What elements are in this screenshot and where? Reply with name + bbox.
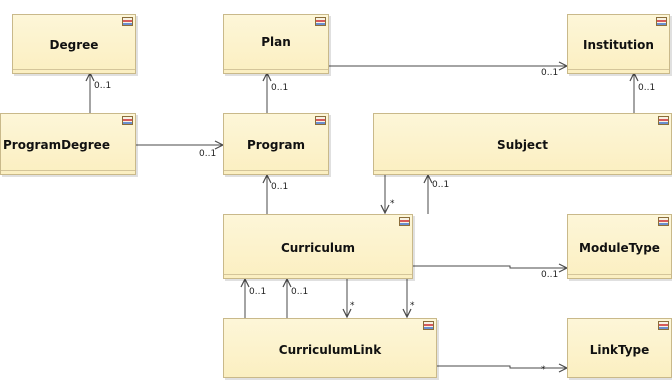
divider (13, 69, 135, 70)
class-name: Institution (583, 38, 654, 52)
class-name: Degree (49, 38, 99, 52)
class-institution[interactable]: Institution (567, 14, 670, 74)
class-icon (315, 17, 326, 26)
divider (224, 170, 328, 171)
mult-link-a: 0..1 (249, 287, 267, 297)
class-degree[interactable]: Degree (12, 14, 136, 74)
class-plan[interactable]: Plan (223, 14, 329, 74)
class-subject[interactable]: Subject (373, 113, 672, 175)
mult-subject-curriculum-many: * (390, 199, 395, 209)
mult-subject-curriculum-one: 0..1 (432, 180, 450, 190)
class-name: Subject (497, 138, 548, 152)
class-icon (658, 116, 669, 125)
class-moduletype[interactable]: ModuleType (567, 214, 672, 279)
divider (1, 170, 135, 171)
assoc-link-linktype (437, 366, 567, 368)
divider (568, 69, 669, 70)
mult-institution-subject: 0..1 (638, 83, 656, 93)
class-name: ModuleType (579, 240, 660, 255)
class-icon (658, 321, 669, 330)
class-icon (399, 217, 410, 226)
class-icon (122, 116, 133, 125)
mult-plan: 0..1 (271, 83, 289, 93)
mult-link-d: * (410, 301, 415, 311)
class-icon (423, 321, 434, 330)
class-curriculumlink[interactable]: CurriculumLink (223, 318, 437, 378)
class-linktype[interactable]: LinkType (567, 318, 672, 378)
mult-program-curriculum: 0..1 (271, 182, 289, 192)
mult-programdegree-program: 0..1 (199, 149, 217, 159)
class-icon (315, 116, 326, 125)
class-name: ProgramDegree (3, 138, 110, 152)
mult-linktype: * (541, 365, 546, 375)
assoc-curriculum-moduletype (413, 266, 567, 268)
class-programdegree[interactable]: ProgramDegree (0, 113, 136, 175)
class-name: Plan (261, 35, 291, 49)
mult-plan-institution: 0..1 (541, 68, 559, 78)
class-curriculum[interactable]: Curriculum (223, 214, 413, 279)
class-name: LinkType (589, 343, 650, 357)
class-program[interactable]: Program (223, 113, 329, 175)
class-icon (122, 17, 133, 26)
class-name: Curriculum (280, 240, 356, 255)
divider (224, 274, 412, 275)
class-icon (658, 217, 669, 226)
divider (568, 274, 671, 275)
class-name: CurriculumLink (278, 343, 382, 357)
mult-curriculum-moduletype: 0..1 (541, 270, 559, 280)
mult-link-b: 0..1 (291, 287, 309, 297)
divider (374, 170, 671, 171)
class-icon (656, 17, 667, 26)
mult-degree: 0..1 (94, 81, 112, 91)
divider (224, 69, 328, 70)
class-name: Program (246, 138, 306, 152)
mult-link-c: * (350, 301, 355, 311)
